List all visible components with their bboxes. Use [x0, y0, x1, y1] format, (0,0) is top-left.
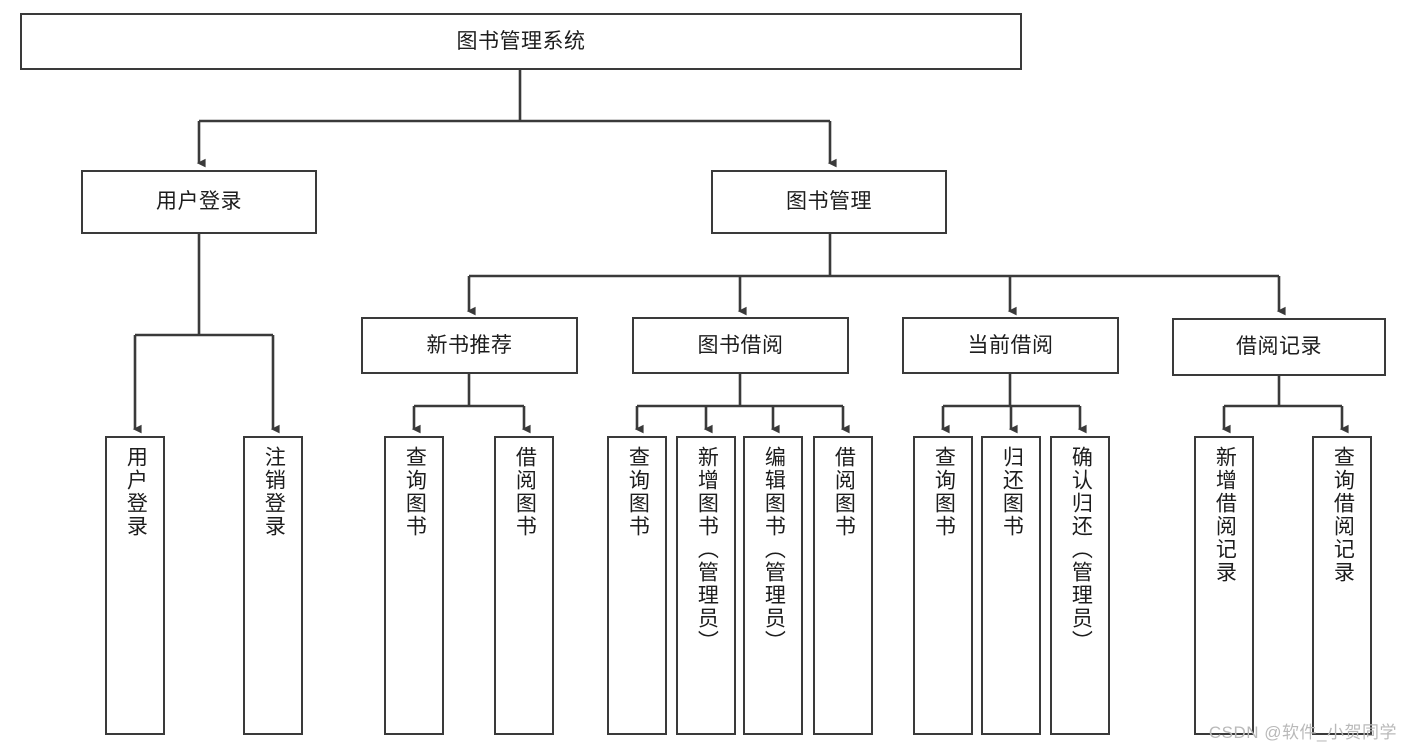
node-leaf-return-book[interactable]: 归还图书: [981, 436, 1041, 735]
watermark: CSDN @软件_小贺同学: [1208, 723, 1397, 742]
node-new-book-recommend-label: 新书推荐: [426, 333, 513, 357]
node-borrow-record-label: 借阅记录: [1236, 335, 1322, 359]
node-borrow-record[interactable]: 借阅记录: [1172, 318, 1386, 376]
node-leaf-add-book-label: 新增图书（管理员）: [695, 446, 719, 653]
node-leaf-confirm-return[interactable]: 确认归还（管理员）: [1050, 436, 1110, 735]
node-leaf-logout-login[interactable]: 注销登录: [243, 436, 303, 735]
node-leaf-borrow-book-2-label: 借阅图书: [832, 446, 856, 538]
node-leaf-query-book-3-label: 查询图书: [932, 446, 956, 538]
node-leaf-confirm-return-label: 确认归还（管理员）: [1069, 446, 1093, 653]
node-leaf-query-book-2[interactable]: 查询图书: [607, 436, 667, 735]
node-leaf-query-book-1-label: 查询图书: [403, 446, 427, 538]
node-user-login[interactable]: 用户登录: [81, 170, 317, 234]
node-leaf-borrow-book-2[interactable]: 借阅图书: [813, 436, 873, 735]
node-new-book-recommend[interactable]: 新书推荐: [361, 317, 578, 374]
node-leaf-user-login-label: 用户登录: [124, 446, 148, 538]
node-leaf-query-book-3[interactable]: 查询图书: [913, 436, 973, 735]
node-leaf-add-record[interactable]: 新增借阅记录: [1194, 436, 1254, 735]
node-book-borrow-label: 图书借阅: [697, 333, 784, 357]
node-root[interactable]: 图书管理系统: [20, 13, 1022, 70]
node-leaf-borrow-book-1[interactable]: 借阅图书: [494, 436, 554, 735]
node-current-borrow-label: 当前借阅: [967, 333, 1054, 357]
node-leaf-user-login[interactable]: 用户登录: [105, 436, 165, 735]
node-leaf-query-record[interactable]: 查询借阅记录: [1312, 436, 1372, 735]
node-root-label: 图书管理系统: [456, 29, 586, 53]
node-leaf-query-record-label: 查询借阅记录: [1331, 446, 1355, 584]
node-leaf-query-book-2-label: 查询图书: [626, 446, 650, 538]
node-book-manage-label: 图书管理: [786, 190, 872, 214]
node-leaf-logout-login-label: 注销登录: [262, 446, 286, 538]
node-leaf-add-record-label: 新增借阅记录: [1213, 446, 1237, 584]
node-leaf-edit-book[interactable]: 编辑图书（管理员）: [743, 436, 803, 735]
node-leaf-add-book[interactable]: 新增图书（管理员）: [676, 436, 736, 735]
node-leaf-edit-book-label: 编辑图书（管理员）: [762, 446, 786, 653]
node-user-login-label: 用户登录: [156, 190, 242, 214]
node-leaf-borrow-book-1-label: 借阅图书: [513, 446, 537, 538]
node-book-manage[interactable]: 图书管理: [711, 170, 947, 234]
node-book-borrow[interactable]: 图书借阅: [632, 317, 849, 374]
node-leaf-query-book-1[interactable]: 查询图书: [384, 436, 444, 735]
node-leaf-return-book-label: 归还图书: [1000, 446, 1024, 538]
node-current-borrow[interactable]: 当前借阅: [902, 317, 1119, 374]
